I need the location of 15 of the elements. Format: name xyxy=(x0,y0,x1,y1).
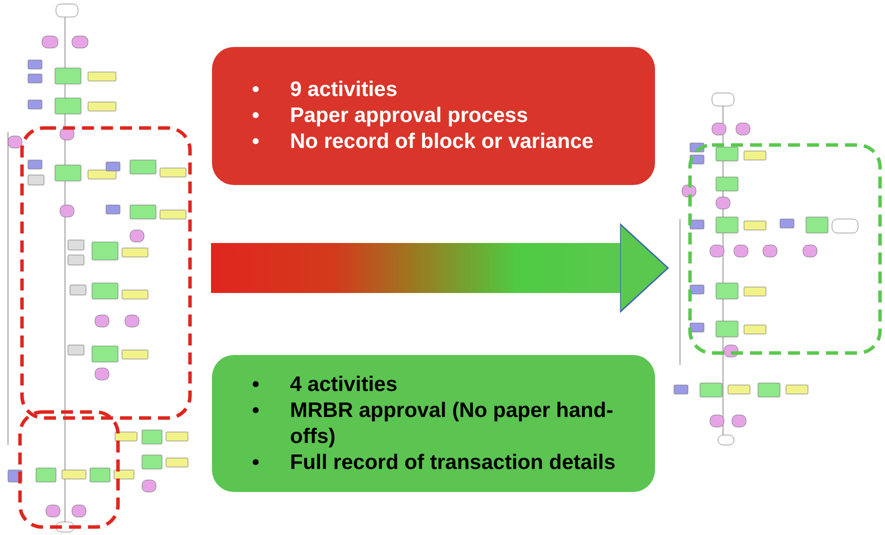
bullet: • xyxy=(252,103,260,129)
bullet: • xyxy=(252,450,260,476)
bullet-text: Paper approval process xyxy=(290,103,528,129)
bullet: • xyxy=(252,398,260,424)
bullet: • xyxy=(252,77,260,103)
bullet-text: MRBR approval (No paper hand-offs) xyxy=(290,398,614,450)
bullet-text: 9 activities xyxy=(290,77,398,103)
bullet-text: Full record of transaction details xyxy=(290,450,616,476)
bullet-text: 4 activities xyxy=(290,372,398,398)
text-panel xyxy=(212,47,655,185)
text-panel xyxy=(212,355,655,492)
gradient-arrow xyxy=(211,223,669,313)
bullet: • xyxy=(252,129,260,155)
bullet-text: No record of block or variance xyxy=(290,129,594,155)
bullet: • xyxy=(252,372,260,398)
